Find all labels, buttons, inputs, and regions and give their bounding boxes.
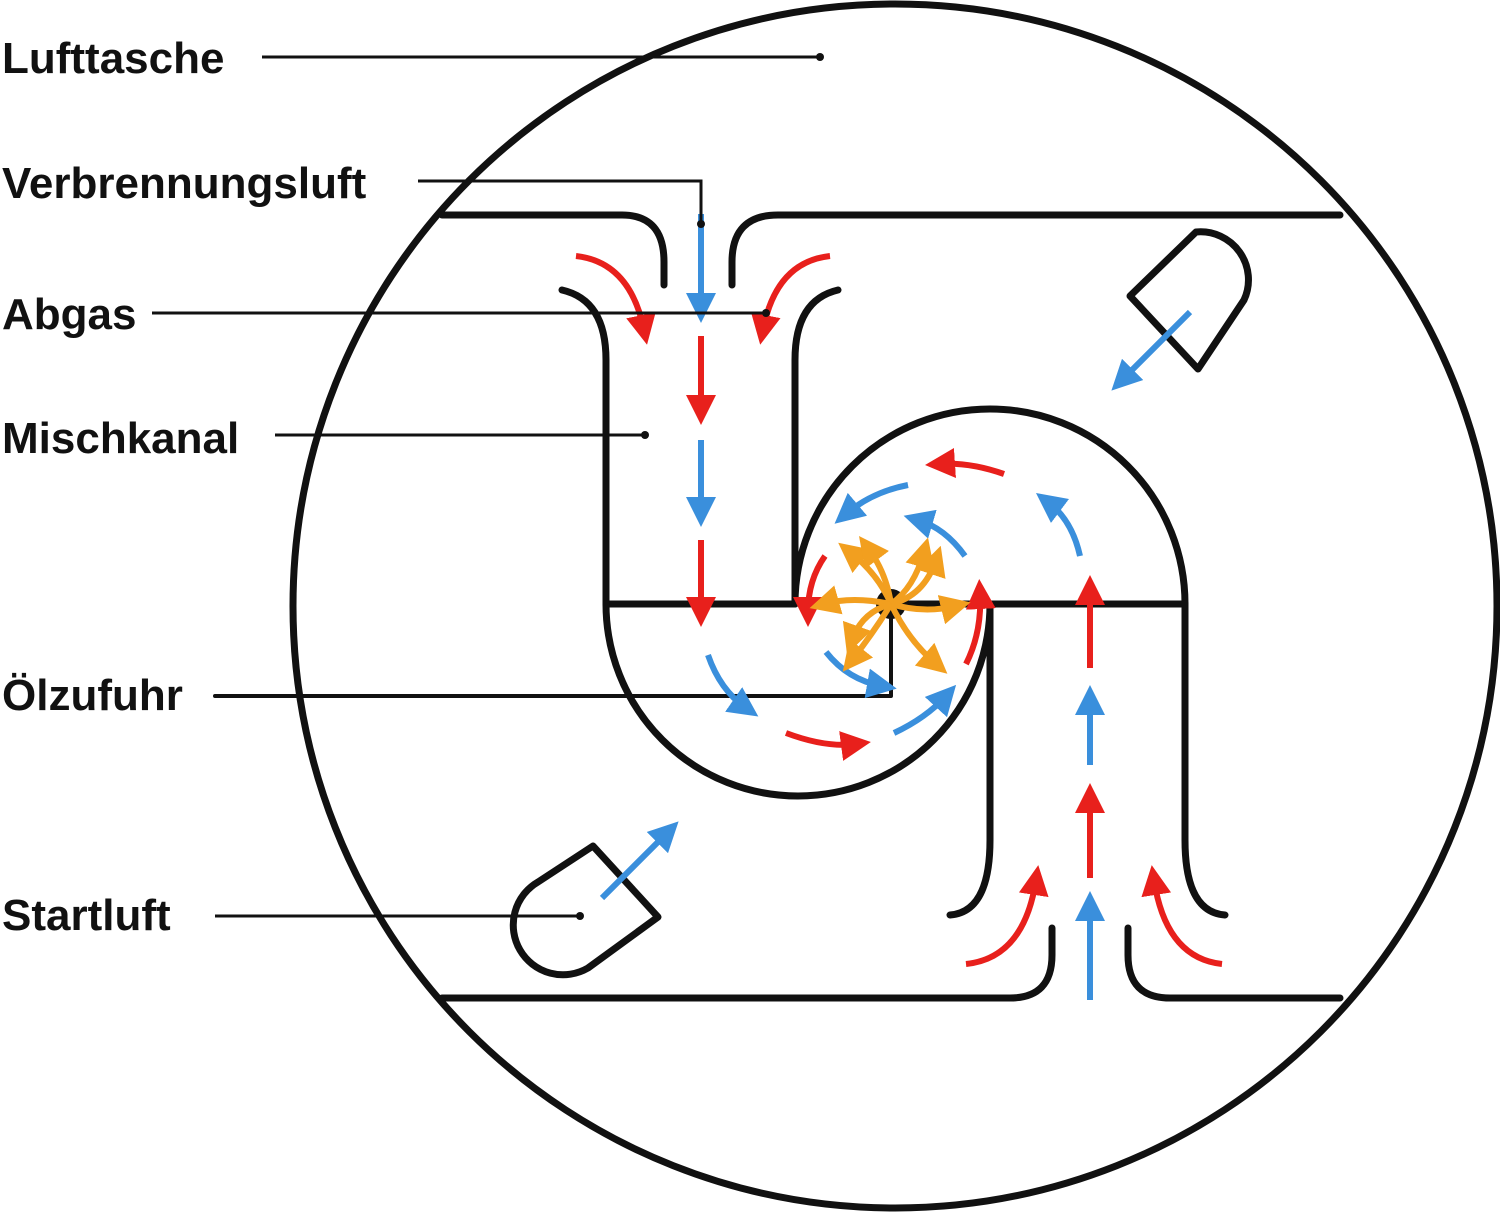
label-oelzufuhr: Ölzufuhr — [2, 671, 183, 720]
bottom-wall-right — [1124, 924, 1344, 1002]
oil-supply-pipe — [213, 602, 893, 698]
outer-chamber-wall — [289, 0, 1500, 1212]
startluft-nozzle-bottom-left — [509, 842, 662, 979]
label-verbrennungsluft: Verbrennungsluft — [2, 159, 367, 208]
exhaust-flow — [575, 253, 1223, 967]
lower-channel-left-wall — [946, 600, 994, 919]
label-startluft: Startluft — [2, 891, 171, 940]
bottom-wall-left — [438, 924, 1056, 1002]
leader-dot-abgas — [762, 309, 770, 317]
leader-dot-mischkanal — [641, 431, 649, 439]
lower-swirl-bowl — [602, 600, 994, 800]
top-wall-right — [728, 211, 1344, 289]
leader-lines — [152, 53, 824, 920]
top-wall-left — [438, 211, 668, 289]
combustion-air-flow — [599, 214, 1193, 1000]
leader-dot-startluft — [576, 912, 584, 920]
label-mischkanal: Mischkanal — [2, 414, 239, 463]
leader-verbrennungsluft — [418, 179, 703, 224]
leader-dot-lufttasche — [816, 53, 824, 61]
fuel-spray — [809, 535, 971, 674]
startluft-nozzle-top-right — [1126, 228, 1252, 373]
label-abgas: Abgas — [2, 290, 136, 339]
upper-swirl-bowl — [791, 405, 1189, 608]
lower-channel-right-wall — [1181, 600, 1229, 919]
leader-dot-verbrennungsluft — [697, 220, 705, 228]
label-lufttasche: Lufttasche — [2, 34, 224, 83]
upper-channel-right-wall — [791, 286, 842, 608]
upper-channel-left-wall — [558, 286, 799, 608]
